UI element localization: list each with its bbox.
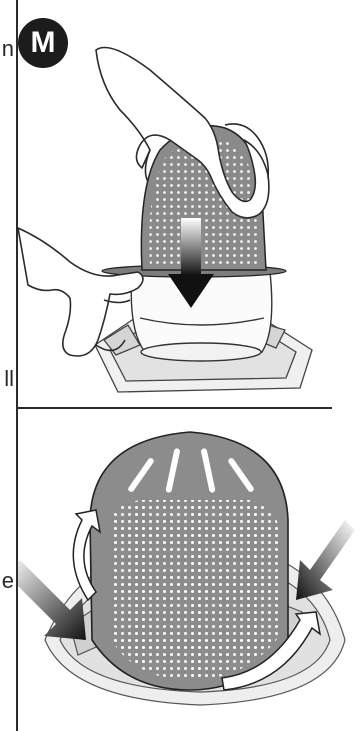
bowl (130, 271, 273, 362)
press-arrow-icon-right (296, 520, 355, 600)
cut-text-fragment-1: n (1, 36, 14, 61)
left-border-line (16, 0, 18, 731)
rotate-arrow-icon-left (72, 509, 102, 602)
step-badge: M (18, 18, 68, 68)
down-arrow-icon (168, 218, 214, 308)
hand-bottom (18, 227, 144, 357)
press-arrow-icon-left (18, 560, 86, 640)
panel-divider (16, 407, 332, 409)
cut-text-fragment-3: e (1, 568, 14, 593)
filter-dome-lower (89, 431, 289, 691)
hand-top (95, 46, 270, 219)
filter-slots (128, 448, 254, 493)
cut-text-fragment-2: ll (4, 366, 14, 391)
illustration-insert-filter (18, 46, 313, 393)
rotate-arrow-icon-right (221, 611, 322, 691)
illustration-lock-filter (18, 431, 355, 706)
